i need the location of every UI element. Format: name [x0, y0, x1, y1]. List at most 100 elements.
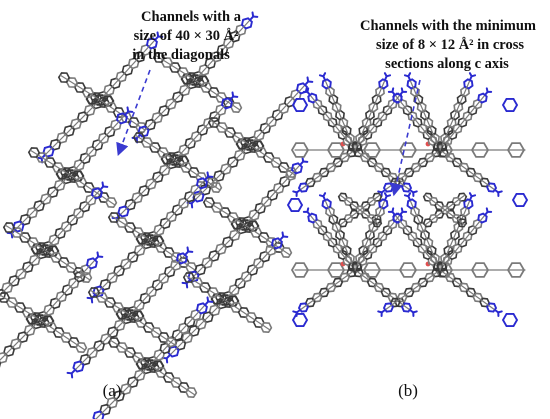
panel-b-node-1-0-bond [299, 269, 356, 311]
panel-a-node-10-arm-ring [260, 321, 273, 334]
panel-a-node-2-arm-bond [69, 114, 126, 176]
panel-b-pendant-ring [501, 97, 519, 113]
panel-b-node-0-1-n-bond [485, 87, 489, 93]
panel-b-node-1-0-bond [324, 199, 356, 271]
panel-a-node-0-arm-n-bond [156, 31, 160, 38]
panel-b-backbone-ring [290, 142, 310, 158]
panel-a-node-1-arm-bond [139, 79, 196, 136]
panel-a-node-0-arm-bond [59, 74, 101, 101]
panel-a-node-3-arm-ring [220, 97, 233, 110]
panel-b-node-1-0-ring [297, 302, 309, 313]
panel-a-node-7-arm-ring [280, 246, 293, 259]
panel-a-node-6-arm-ring [195, 177, 208, 190]
panel-a-node-6-arm-bond [149, 239, 196, 271]
panel-a-node-9-arm-bond [129, 314, 176, 346]
panel-b-node-1-1-ring [406, 198, 417, 210]
panel-a-node-3-arm-bond [119, 159, 176, 216]
panel-b-backbone-ring [290, 262, 310, 278]
panel-a-node-1-arm-ring [137, 125, 150, 138]
panel-a-node-10-arm-n-bond [281, 231, 285, 238]
panel-b-node-1-1-ring [477, 212, 488, 224]
panel-a-node-6-arm-bond [149, 179, 206, 241]
panel-b-node-1-1-n-bond [403, 194, 410, 198]
panel-a-node-7-arm-bond [244, 164, 301, 226]
panel-b-node-1-0-ring [307, 212, 318, 224]
panel-b-strut-3-bond [424, 194, 466, 226]
panel-b-node-1-0-ring [401, 302, 413, 313]
panel-a-node-7-arm-n-bond [301, 156, 305, 163]
panel-b-node-1-1-ring [392, 212, 403, 224]
panel-a-node-6-arm-ring [107, 212, 121, 223]
panel-a-node-0-arm-bond [44, 99, 101, 156]
panel-a-node-0-core-ring [85, 93, 99, 105]
panel-b-node-1-1-ring [382, 302, 394, 313]
panel-a-node-1-arm-ring [152, 52, 166, 63]
panel-a-node-1-core-ring [180, 73, 194, 85]
panel-a-node-8-arm-ring [75, 341, 88, 354]
panel-b-node-1-1-bond [439, 199, 471, 271]
panel-a-node-5-arm-bond [0, 249, 46, 296]
panel-a-node-1-arm-bond [154, 54, 196, 81]
panel-b-node-0-0-ring [401, 182, 413, 193]
panel-a-node-7-arm-ring [290, 162, 303, 175]
panel-b-node-0-1-n-bond [468, 72, 473, 78]
panel-a-node-4-arm-n-bond [306, 76, 310, 83]
panel-a-node-5-arm-n-bond [101, 181, 105, 188]
panel-b-node-0-1-ring [463, 78, 474, 90]
panel-b-node-0-0-bond [324, 79, 356, 151]
panel-b-node-1-0-n-bond [400, 207, 404, 213]
panel-a-node-3-arm-bond [174, 159, 221, 191]
panel-a-node-8-arm-bond [39, 319, 86, 351]
panel-b-pendant-ring [511, 192, 529, 208]
panel-a-node-3-core-ring [160, 153, 174, 165]
panel-b-node-1-0-bond [354, 269, 411, 311]
panel-a-node-9-arm-ring [175, 252, 188, 265]
panel-a-node-4-arm-ring [192, 190, 205, 203]
panel-b-node-1-0-n-bond [383, 192, 388, 198]
panel-b-node-1-1-ring [463, 198, 474, 210]
panel-b-pendant-ring [286, 197, 304, 213]
panel-a-node-11-arm-bond [109, 339, 151, 366]
panel-a-node-11-arm-ring [92, 410, 105, 419]
panel-a-node-5-arm-ring [2, 222, 16, 233]
panel-b-node-0-1-ring [477, 92, 488, 104]
panel-a-node-2-arm-n-bond [126, 106, 130, 113]
panel-b-node-0-0-ring [297, 182, 309, 193]
panel-b-node-0-0-n-bond [318, 74, 325, 78]
panel-b-arrow [390, 79, 421, 197]
panel-a-structure [0, 11, 314, 419]
panel-b-node-1-1-n-bond [485, 207, 489, 213]
panel-a-annotation-line-1: Channels with a [141, 9, 242, 25]
panel-a-node-8-arm-ring [85, 257, 98, 270]
panel-a-node-11-arm-n-bond [206, 296, 210, 303]
panel-a-node-7-arm-bond [244, 224, 291, 256]
panel-a-node-7-arm-bond [189, 224, 246, 281]
panel-a-annotation-line-2: size of 40 × 30 Å² [134, 28, 239, 44]
panel-a-node-1-arm-n-bond [251, 11, 255, 18]
panel-a-node-7-arm-ring [202, 197, 216, 208]
panel-b-strut-1-ring [337, 218, 348, 228]
panel-a-node-3-arm-bond [174, 99, 231, 161]
panel-b-structure [286, 72, 529, 328]
panel-a-node-11-arm-bond [95, 364, 151, 419]
panel-b-node-1-0-n-bond [412, 310, 418, 314]
panel-a-node-6-core-ring [135, 233, 149, 245]
panel-a-node-10-arm-ring [270, 237, 283, 250]
panel-b-node-0-0-n-bond [412, 190, 418, 194]
panel-a-node-3-arm-ring [210, 181, 223, 194]
panel-a-node-0-arm-bond [99, 99, 146, 131]
panel-a-node-5-arm-ring [90, 187, 103, 200]
panel-b-annotation-line-2: size of 8 × 12 Å² in cross [376, 37, 524, 53]
panel-a-node-1-arm-ring [230, 101, 243, 114]
panel-a-node-6-arm-n-bond [206, 171, 210, 178]
panel-a-node-11-core-ring [135, 358, 149, 370]
panel-b-strut-1-bond [339, 194, 381, 226]
panel-a-node-9-core-ring [115, 308, 129, 320]
panel-a-node-4-arm-bond [209, 119, 251, 146]
panel-a-node-11-arm-ring [185, 386, 198, 399]
panel-a-node-0-arm-ring [145, 37, 158, 50]
panel-b-node-0-0-bond [299, 149, 356, 191]
panel-b-node-1-0-ring [378, 198, 389, 210]
panel-a-node-2-arm-bond [14, 174, 71, 231]
panel-a-node-0-arm-ring [57, 72, 71, 83]
